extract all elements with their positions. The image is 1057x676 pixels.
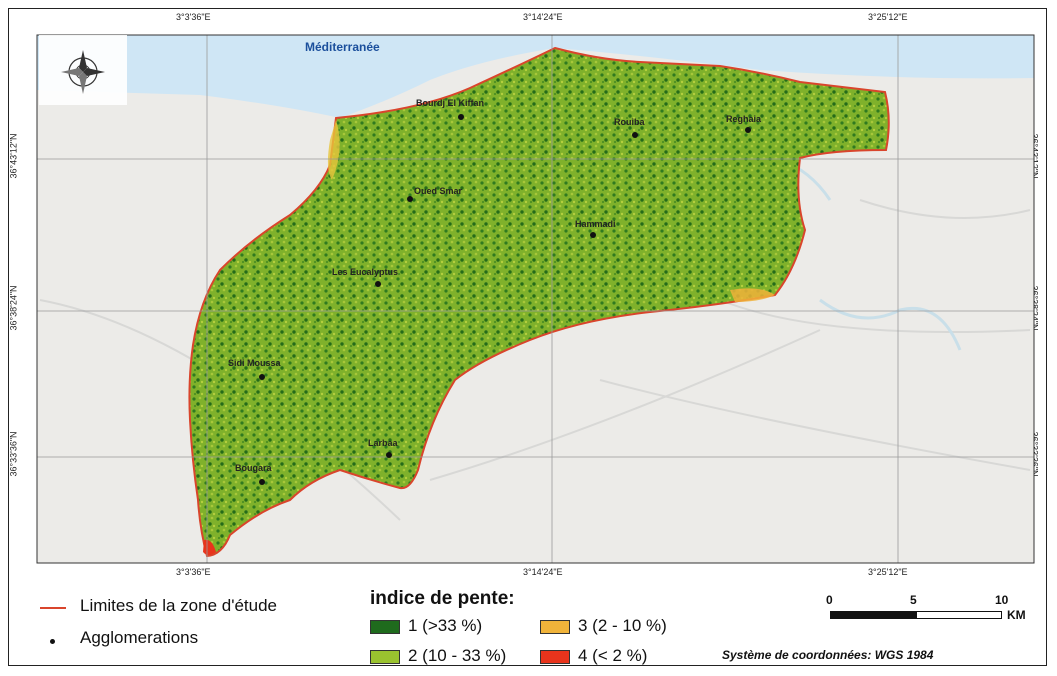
slope-class-1-label: 1 (>33 %) bbox=[408, 616, 483, 635]
slope-class-4-swatch bbox=[540, 650, 570, 664]
slope-class-3-swatch bbox=[540, 620, 570, 634]
coordinate-system-label: Système de coordonnées: WGS 1984 bbox=[722, 648, 934, 662]
map-border bbox=[36, 34, 1035, 564]
slope-class-3-label: 3 (2 - 10 %) bbox=[578, 616, 667, 635]
slope-legend-title: indice de pente: bbox=[370, 588, 515, 609]
place-label: Sidi Moussa bbox=[228, 358, 281, 368]
scalebar-unit: KM bbox=[1007, 608, 1026, 622]
slope-class-1-swatch bbox=[370, 620, 400, 634]
place-label: Reghaia bbox=[726, 114, 762, 124]
scalebar-tick-0: 0 bbox=[826, 593, 833, 607]
grid-label-bottom-1: 3°3'36"E bbox=[176, 567, 211, 577]
study-area bbox=[188, 46, 890, 558]
place-label: Larbaa bbox=[368, 438, 398, 448]
scalebar-black bbox=[830, 611, 916, 619]
north-arrow-icon bbox=[39, 35, 127, 105]
place-label: Bougara bbox=[235, 463, 272, 473]
agglomeration-legend-label: Agglomerations bbox=[80, 628, 199, 647]
map-frame bbox=[8, 8, 1047, 666]
agglomeration-legend-dot bbox=[50, 639, 55, 644]
slope-class-2-label: 2 (10 - 33 %) bbox=[408, 646, 507, 665]
grid-label-bottom-3: 3°25'12"E bbox=[868, 567, 908, 577]
sea-label: Méditerranée bbox=[305, 40, 380, 54]
scalebar-tick-10: 10 bbox=[995, 593, 1009, 607]
slope-class-3-patch bbox=[730, 288, 775, 302]
place-label: Rouiba bbox=[614, 117, 645, 127]
agglomeration-points bbox=[259, 114, 751, 485]
boundary-legend-label: Limites de la zone d'étude bbox=[80, 596, 277, 615]
sea-area bbox=[37, 35, 1034, 118]
boundary-legend-line bbox=[40, 607, 66, 609]
slope-class-3-patch bbox=[327, 120, 340, 180]
grid-label-bottom-2: 3°14'24"E bbox=[523, 567, 563, 577]
grid-label-top-3: 3°25'12"E bbox=[868, 12, 908, 22]
place-label: Oued Smar bbox=[414, 186, 463, 196]
scalebar-white bbox=[916, 611, 1002, 619]
slope-class-4-patch bbox=[203, 539, 216, 555]
place-label: Hammadi bbox=[575, 219, 616, 229]
grid-label-top-1: 3°3'36"E bbox=[176, 12, 211, 22]
place-label: Bourdj El Kiffan bbox=[416, 98, 484, 108]
scalebar-tick-5: 5 bbox=[910, 593, 917, 607]
place-label: Les Eucalyptus bbox=[332, 267, 399, 277]
slope-class-2-swatch bbox=[370, 650, 400, 664]
grid-label-top-2: 3°14'24"E bbox=[523, 12, 563, 22]
slope-class-4-label: 4 (< 2 %) bbox=[578, 646, 648, 665]
